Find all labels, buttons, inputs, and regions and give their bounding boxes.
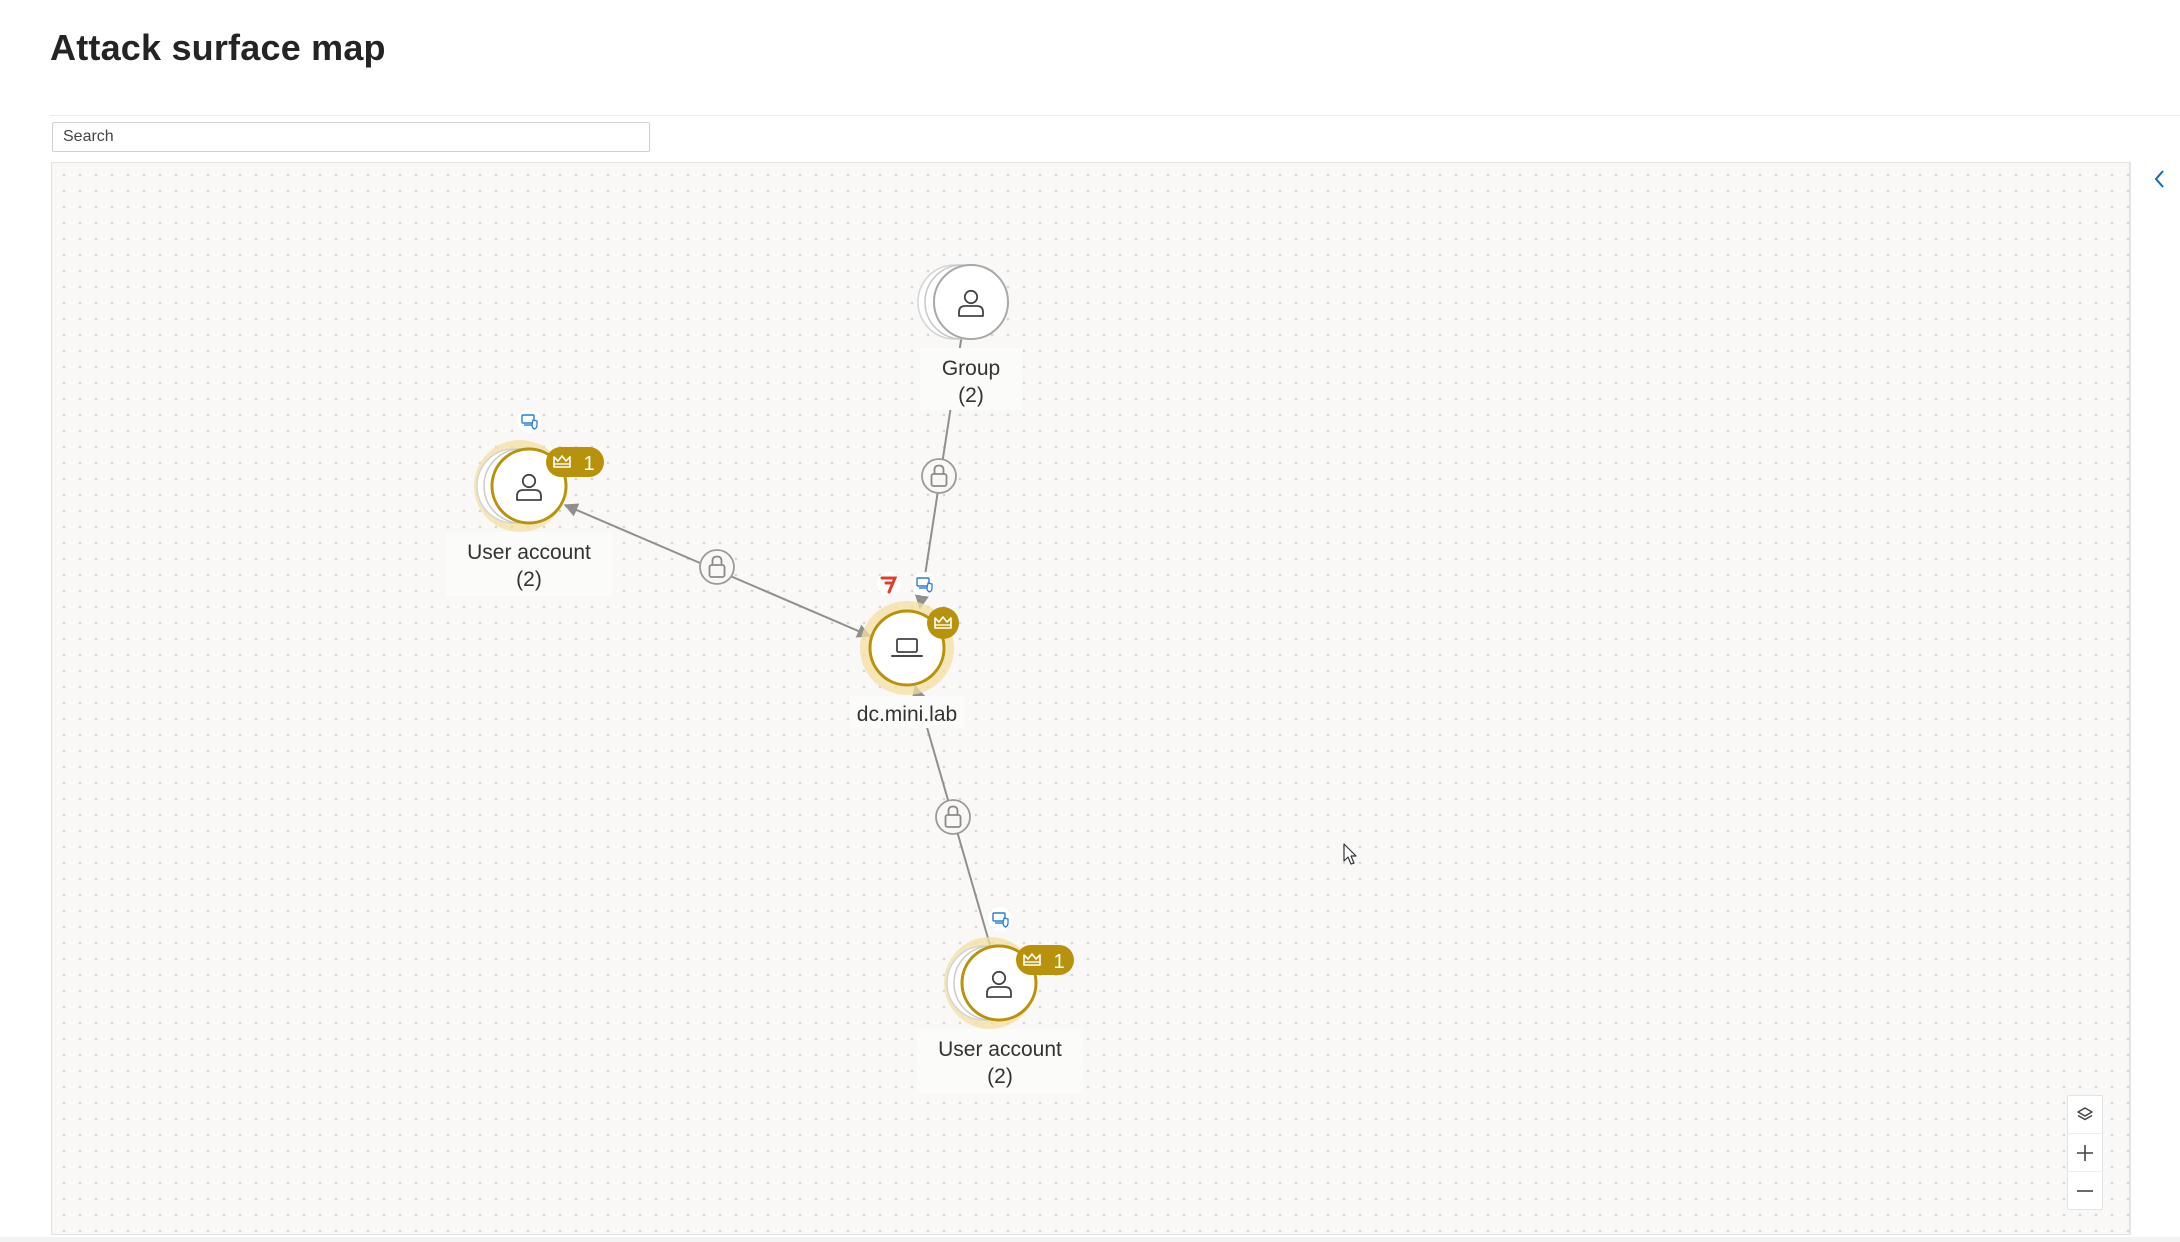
plus-icon — [2077, 1144, 2093, 1161]
crown-badge — [546, 447, 604, 477]
graph-node-device[interactable]: dc.mini.lab — [850, 571, 964, 728]
defender-logo-icon — [877, 572, 901, 596]
bottom-divider — [0, 1237, 2180, 1242]
chevron-left-icon — [2154, 170, 2164, 188]
search-input[interactable] — [52, 122, 650, 152]
crown-badge — [927, 607, 959, 639]
node-count: (2) — [516, 568, 542, 591]
device-shield-icon — [987, 906, 1013, 932]
device-shield-icon — [516, 408, 542, 434]
side-panel-collapsed — [2130, 162, 2180, 1235]
lock-icon[interactable] — [935, 799, 971, 835]
node-label: User account — [938, 1038, 1062, 1061]
zoom-out-button[interactable] — [2068, 1171, 2102, 1209]
mouse-cursor-icon — [1343, 843, 1357, 865]
laptop-icon — [891, 638, 923, 657]
node-count: (2) — [958, 384, 984, 407]
node-count: (2) — [987, 1065, 1013, 1088]
minus-icon — [2077, 1189, 2093, 1192]
node-label: dc.mini.lab — [857, 703, 957, 726]
crown-count: 1 — [1053, 951, 1064, 973]
node-label: Group — [942, 357, 1000, 380]
layers-button[interactable] — [2068, 1096, 2102, 1133]
node-label: User account — [467, 541, 591, 564]
zoom-in-button[interactable] — [2068, 1133, 2102, 1171]
layers-icon — [2077, 1106, 2093, 1120]
graph-canvas[interactable] — [51, 162, 2130, 1235]
graph-node-user-account[interactable]: 1 User account (2) — [446, 408, 612, 596]
lock-icon[interactable] — [921, 458, 957, 494]
lock-icon[interactable] — [699, 549, 735, 585]
side-panel-toggle-button[interactable] — [2148, 166, 2172, 192]
crown-count: 1 — [583, 453, 594, 475]
map-controls — [2067, 1095, 2103, 1210]
device-shield-icon — [911, 571, 937, 597]
node-label-bg — [850, 696, 964, 728]
graph-node-group[interactable]: Group (2) — [917, 264, 1022, 410]
graph-node-user-account[interactable]: 1 User account (2) — [917, 906, 1083, 1093]
node-label-bg — [446, 532, 612, 596]
node-label-bg — [917, 1029, 1083, 1093]
crown-badge — [1016, 945, 1074, 975]
node-label-bg — [920, 348, 1022, 410]
page-title: Attack surface map — [50, 27, 386, 68]
